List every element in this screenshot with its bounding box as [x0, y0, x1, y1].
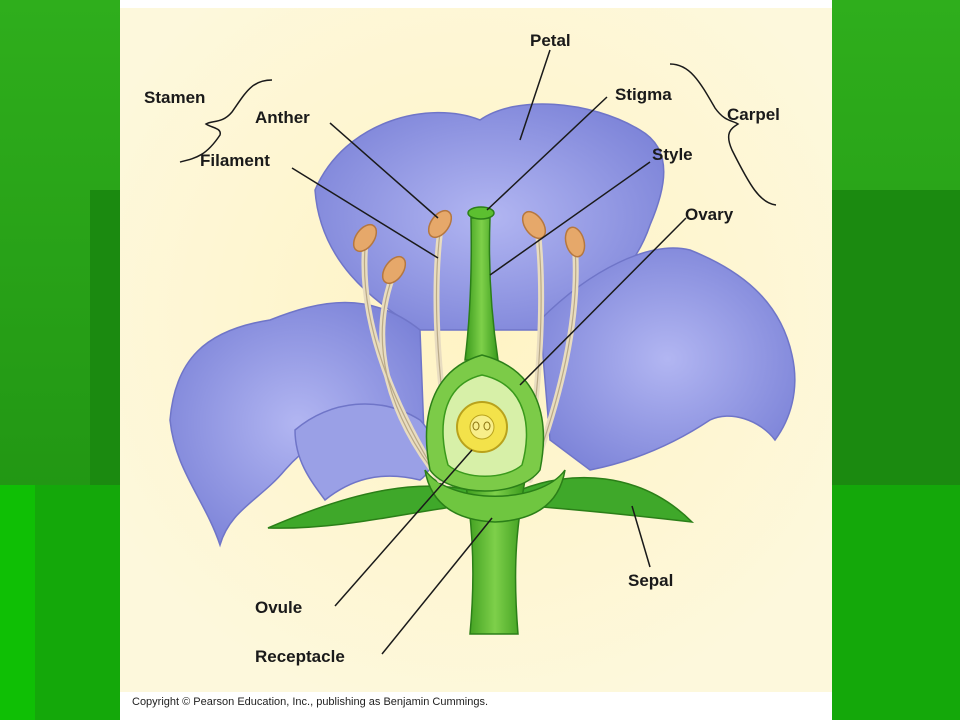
leader-line-sepal: [631, 505, 651, 568]
label-ovary: Ovary: [685, 205, 734, 224]
label-petal: Petal: [530, 31, 571, 50]
pistil: [425, 206, 545, 492]
leader-line-receptacle: [381, 517, 493, 655]
leader-lines: [291, 49, 687, 655]
anther: [427, 209, 453, 239]
label-filament: Filament: [200, 151, 270, 170]
label-anther: Anther: [255, 108, 310, 127]
background-block: [0, 485, 35, 720]
petal-lower-left: [294, 403, 434, 502]
leader-line-anther: [329, 122, 439, 219]
anther: [352, 223, 378, 253]
carpel-brace: [669, 63, 777, 206]
sepal-right: [518, 476, 695, 523]
label-carpel: Carpel: [727, 105, 780, 124]
receptacle: [424, 469, 566, 523]
leader-line-petal: [519, 49, 551, 141]
copyright-notice: Copyright © Pearson Education, Inc., pub…: [132, 696, 489, 708]
label-receptacle: Receptacle: [255, 647, 345, 666]
label-stigma: Stigma: [615, 85, 672, 104]
anther: [381, 255, 407, 285]
label-stamen: Stamen: [144, 88, 205, 107]
anther: [564, 226, 586, 258]
stigma: [467, 206, 495, 220]
label-sepal: Sepal: [628, 571, 673, 590]
label-style: Style: [652, 145, 693, 164]
diagram-panel: Petal Stamen Anther Filament Stigma Carp…: [120, 0, 832, 720]
anthers: [352, 209, 586, 285]
leader-line-ovule: [334, 449, 473, 607]
leader-line-style: [489, 161, 651, 276]
leader-line-ovary: [519, 217, 687, 386]
stamen-brace: [179, 79, 273, 163]
flower-diagram: Petal Stamen Anther Filament Stigma Carp…: [120, 8, 832, 692]
leader-line-stigma: [486, 96, 608, 211]
label-ovule: Ovule: [255, 598, 302, 617]
leader-line-filament: [291, 167, 439, 259]
petal-right: [539, 247, 796, 471]
